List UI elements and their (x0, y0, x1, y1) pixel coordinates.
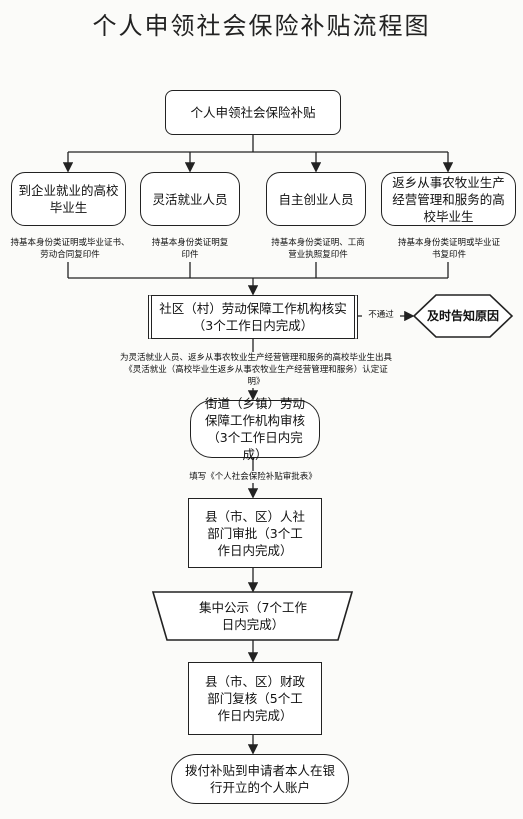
reject-label: 不通过 (362, 309, 400, 321)
start-box: 个人申领社会保险补贴 (165, 90, 341, 135)
finance-review-box: 县（市、区）财政部门复核（5个工作日内完成） (188, 662, 322, 735)
requirement-note-4: 持基本身份类证明或毕业证书复印件 (397, 238, 500, 260)
requirement-note-3: 持基本身份类证明、工商营业执照复印件 (271, 238, 365, 260)
category-graduate-enterprise: 到企业就业的高校毕业生 (11, 172, 126, 226)
category-self-employed: 自主创业人员 (266, 172, 366, 226)
reject-diamond (412, 294, 514, 338)
street-review-box: 街道（乡镇）劳动保障工作机构审核（3个工作日内完成） (190, 396, 320, 462)
page-title: 个人申领社会保险补贴流程图 (92, 12, 431, 40)
county-approval-box: 县（市、区）人社部门审批（3个工作日内完成） (188, 498, 322, 568)
certificate-note: 为灵活就业人员、返乡从事农牧业生产经营管理和服务的高校毕业生出具《灵活就业（高校… (118, 352, 394, 388)
community-review-box: 社区（村）劳动保障工作机构核实（3个工作日内完成） (148, 295, 358, 339)
category-flexible-employment: 灵活就业人员 (140, 172, 240, 226)
requirement-note-2: 持基本身份类证明复印件 (151, 238, 229, 260)
reject-action-text: 及时告知原因 (426, 308, 499, 323)
publicity-shape (151, 591, 354, 641)
requirement-note-1: 持基本身份类证明或毕业证书、劳动合同复印件 (10, 238, 130, 260)
category-returning-graduate: 返乡从事农牧业生产经营管理和服务的高校毕业生 (381, 172, 516, 226)
form-note: 填写《个人社会保险补贴审批表》 (160, 471, 346, 483)
publicity-text: 集中公示（7个工作日内完成） (199, 600, 307, 632)
payment-box: 拨付补贴到申请者本人在银行开立的个人账户 (171, 754, 349, 804)
